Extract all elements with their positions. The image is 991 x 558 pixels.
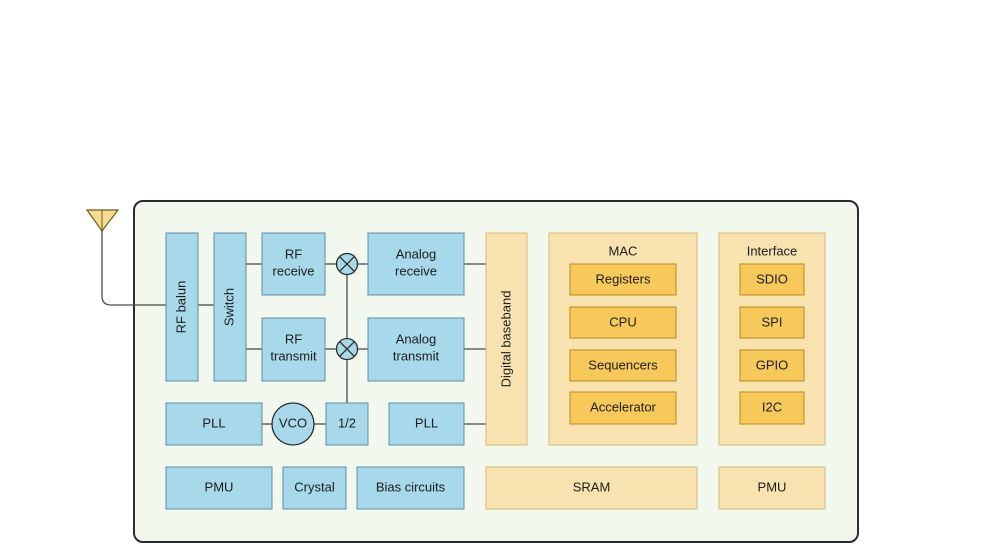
- sram-label: SRAM: [573, 479, 611, 494]
- rf-balun-block: RF balun: [166, 233, 198, 381]
- pmu-left-block: PMU: [166, 467, 272, 509]
- pll-right-block: PLL: [389, 403, 464, 445]
- sram-block: SRAM: [486, 467, 697, 509]
- mixer-icon: [337, 254, 358, 275]
- mac-item-registers: Registers: [596, 271, 651, 286]
- interface-item-gpio: GPIO: [756, 357, 789, 372]
- vco-block: VCO: [272, 403, 314, 445]
- vco-label: VCO: [279, 415, 307, 430]
- mac-item-cpu: CPU: [609, 314, 636, 329]
- bias-circuits-block: Bias circuits: [357, 467, 464, 509]
- crystal-label: Crystal: [294, 479, 335, 494]
- mac-item-sequencers: Sequencers: [588, 357, 658, 372]
- divider-label: 1/2: [338, 415, 356, 430]
- interface-item-sdio: SDIO: [756, 271, 788, 286]
- rf-receive-block: RF receive: [262, 233, 325, 295]
- analog-transmit-label-line2: transmit: [393, 348, 440, 363]
- interface-item-i2c: I2C: [762, 399, 782, 414]
- mac-title: MAC: [609, 243, 638, 258]
- crystal-block: Crystal: [283, 467, 346, 509]
- digital-baseband-block: Digital baseband: [486, 233, 527, 445]
- mixer-icon: [337, 339, 358, 360]
- analog-transmit-label-line1: Analog: [396, 331, 436, 346]
- switch-label: Switch: [221, 288, 236, 326]
- switch-block: Switch: [214, 233, 246, 381]
- interface-group: Interface SDIO SPI GPIO I2C: [719, 233, 825, 445]
- bias-circuits-label: Bias circuits: [376, 479, 446, 494]
- pll-left-label: PLL: [202, 415, 225, 430]
- rf-balun-label: RF balun: [173, 281, 188, 334]
- digital-baseband-label: Digital baseband: [498, 291, 513, 388]
- interface-title: Interface: [747, 243, 798, 258]
- rf-transmit-block: RF transmit: [262, 318, 325, 381]
- rf-receive-label-line2: receive: [273, 263, 315, 278]
- analog-transmit-block: Analog transmit: [368, 318, 464, 381]
- rf-transmit-label-line1: RF: [285, 331, 302, 346]
- analog-receive-label-line1: Analog: [396, 246, 436, 261]
- pmu-right-block: PMU: [719, 467, 825, 509]
- mac-group: MAC Registers CPU Sequencers Accelerator: [549, 233, 697, 445]
- pll-left-block: PLL: [166, 403, 262, 445]
- rf-receive-label-line1: RF: [285, 246, 302, 261]
- analog-receive-label-line2: receive: [395, 263, 437, 278]
- analog-receive-block: Analog receive: [368, 233, 464, 295]
- pmu-right-label: PMU: [758, 479, 787, 494]
- interface-item-spi: SPI: [762, 314, 783, 329]
- pmu-left-label: PMU: [205, 479, 234, 494]
- pll-right-label: PLL: [415, 415, 438, 430]
- antenna-icon: [87, 210, 118, 231]
- divider-block: 1/2: [326, 403, 368, 445]
- mac-item-accelerator: Accelerator: [590, 399, 656, 414]
- rf-transmit-label-line2: transmit: [270, 348, 317, 363]
